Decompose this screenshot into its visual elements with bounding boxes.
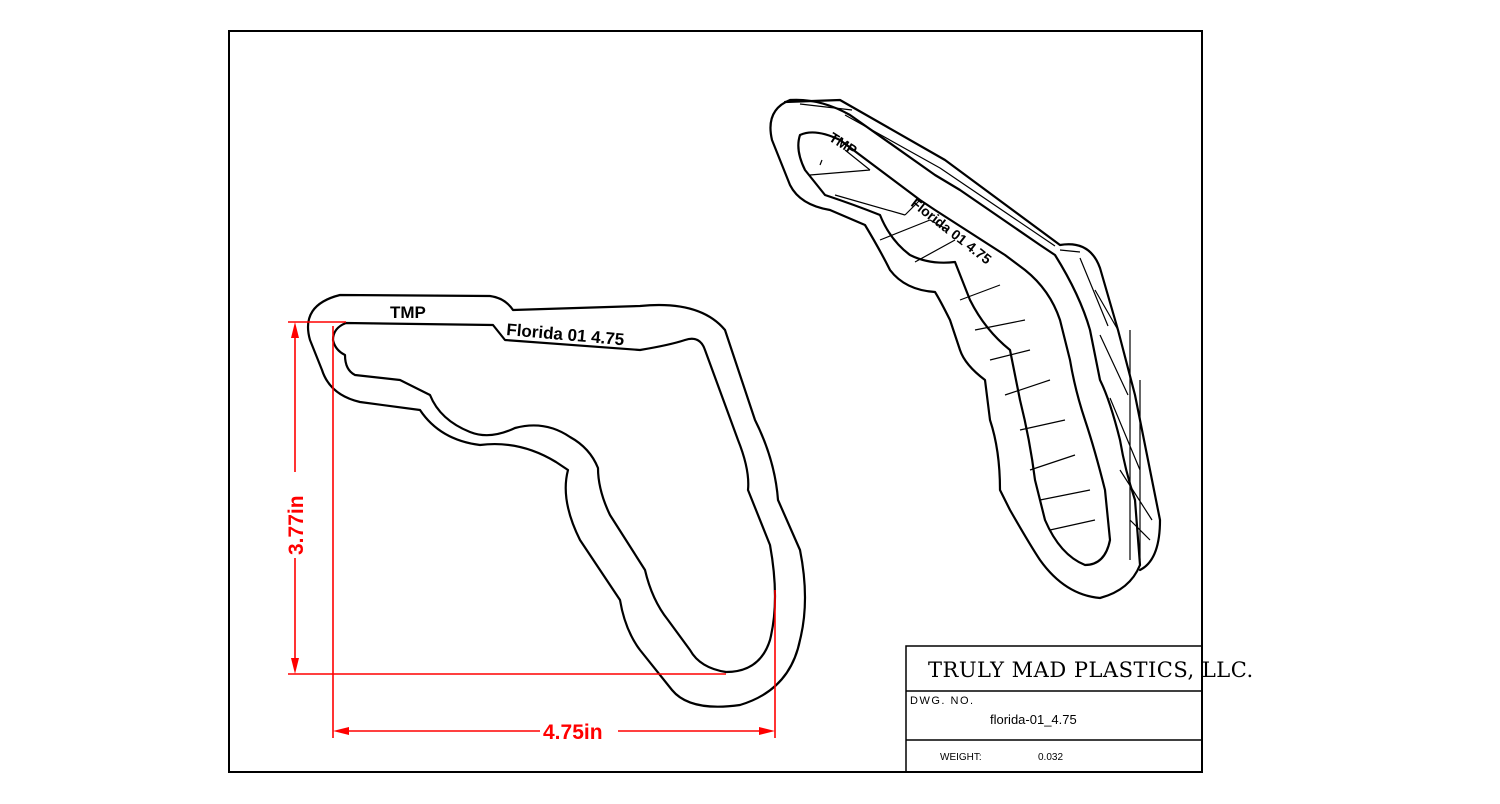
dwg-no-value: florida-01_4.75	[990, 712, 1077, 727]
iso-top-label: TMP	[826, 129, 860, 158]
weight-value: 0.032	[1038, 752, 1063, 763]
iso-view: TMP Florida 01 4.75	[769, 98, 1162, 600]
weight-label: WEIGHT:	[940, 752, 982, 763]
height-arrow-bottom	[291, 658, 299, 674]
iso-inner-wall-ribs	[809, 149, 1096, 531]
title-block: TRULY MAD PLASTICS, LLC. DWG. NO. florid…	[905, 645, 1254, 773]
flat-outer-outline	[306, 293, 807, 708]
title-block-border	[905, 645, 1203, 773]
flat-inner-outline	[331, 321, 777, 674]
width-dimension-label: 4.75in	[543, 721, 603, 744]
iso-depth-ribs	[799, 103, 1153, 560]
height-dimension-label: 3.77in	[285, 495, 308, 555]
iso-back-outline	[783, 98, 1162, 572]
height-label-gap	[284, 472, 306, 558]
iso-inner-outline	[797, 131, 1112, 567]
sheet-border	[228, 30, 1203, 773]
flat-top-label: TMP	[390, 303, 426, 322]
width-arrow-left	[333, 727, 349, 735]
dimensions: 3.77in 4.75in	[284, 321, 776, 744]
width-arrow-right	[759, 727, 775, 735]
width-label-gap	[540, 718, 618, 742]
height-arrow-top	[291, 322, 299, 338]
company-name: TRULY MAD PLASTICS, LLC.	[928, 658, 1254, 682]
dwg-no-label: DWG. NO.	[910, 695, 975, 707]
flat-view: TMP Florida 01 4.75	[306, 293, 807, 708]
iso-outer-outline	[769, 98, 1142, 600]
